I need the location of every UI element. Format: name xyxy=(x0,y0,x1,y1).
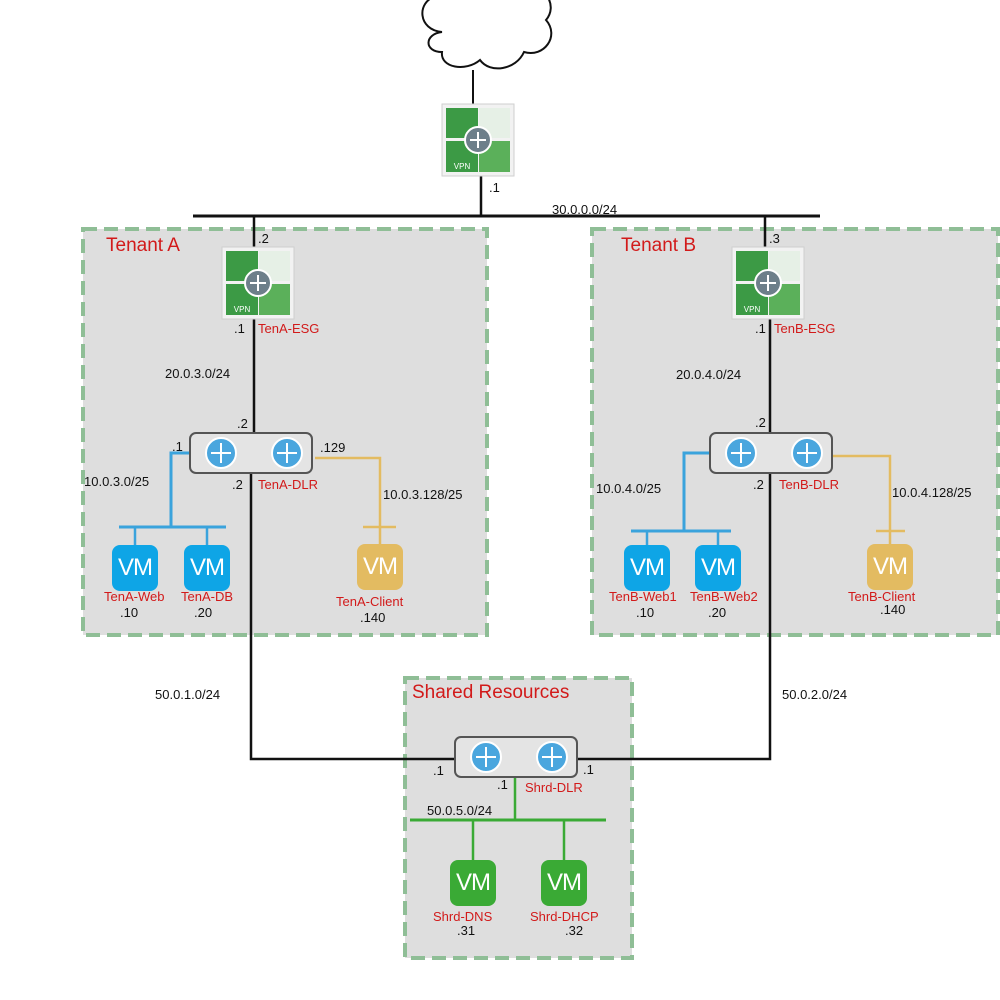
vm-icon: VM xyxy=(695,545,741,591)
svg-text:VPN: VPN xyxy=(234,305,251,314)
router-icon xyxy=(454,736,578,778)
tenb-web2-name: TenB-Web2 xyxy=(690,589,758,604)
tena-transit-net: 20.0.3.0/24 xyxy=(165,366,231,381)
tena-dlr-down-ip: .2 xyxy=(232,477,243,492)
tena-web-ip: .10 xyxy=(120,605,139,620)
vm-icon: VM xyxy=(357,544,403,590)
edge-gateway-icon: VPN xyxy=(441,103,515,177)
tena-client-net: 10.0.3.128/25 xyxy=(383,487,463,502)
cloud-icon xyxy=(421,0,553,70)
shrd-dns-name: Shrd-DNS xyxy=(433,909,493,924)
vm-icon: VM xyxy=(184,545,230,591)
tena-dlr-right-ip: .129 xyxy=(320,440,346,455)
tenant-b-title: Tenant B xyxy=(621,235,696,256)
tenb-dlr-label: TenB-DLR xyxy=(779,477,839,492)
edge-gateway-icon: VPN xyxy=(221,246,295,320)
tenb-dlr-up-ip: .2 xyxy=(755,415,766,430)
router-icon xyxy=(189,432,313,474)
svg-text:VPN: VPN xyxy=(454,162,471,171)
transit-network-label: 30.0.0.0/24 xyxy=(552,202,618,217)
vm-icon: VM xyxy=(867,544,913,590)
tenb-shared-link xyxy=(578,473,772,761)
shrd-left-ip: .1 xyxy=(433,763,444,778)
tena-dlr-label: TenA-DLR xyxy=(258,477,318,492)
top-esg-ip: .1 xyxy=(489,180,500,195)
shrd-dhcp-ip: .32 xyxy=(565,923,584,938)
tena-db-name: TenA-DB xyxy=(181,589,234,604)
tena-esg-down-ip: .1 xyxy=(234,321,245,336)
tena-web-link xyxy=(169,451,189,527)
tenb-transit-net: 20.0.4.0/24 xyxy=(676,367,742,382)
tenb-client-link xyxy=(833,454,892,531)
tenant-a-title: Tenant A xyxy=(106,235,180,256)
tena-shared-link xyxy=(249,473,455,761)
shrd-net: 50.0.5.0/24 xyxy=(427,803,493,818)
tena-dlr-up-ip: .2 xyxy=(237,416,248,431)
tena-web-net: 10.0.3.0/25 xyxy=(84,474,150,489)
tenb-esg-label: TenB-ESG xyxy=(774,321,836,336)
tena-dlr-left-ip: .1 xyxy=(172,439,183,454)
tenb-esg-down-ip: .1 xyxy=(755,321,766,336)
shrd-down-ip: .1 xyxy=(497,777,508,792)
tena-client-link xyxy=(315,456,382,527)
tenb-web-link xyxy=(682,451,709,531)
shared-link-b-net: 50.0.2.0/24 xyxy=(782,687,848,702)
shared-zone xyxy=(403,676,634,960)
vm-icon: VM xyxy=(624,545,670,591)
vm-icon: VM xyxy=(541,860,587,906)
tenb-web1-ip: .10 xyxy=(636,605,655,620)
tenb-client-name: TenB-Client xyxy=(848,589,916,604)
tena-client-name: TenA-Client xyxy=(336,594,404,609)
tenb-web-net: 10.0.4.0/25 xyxy=(596,481,662,496)
shared-link-a-net: 50.0.1.0/24 xyxy=(155,687,221,702)
edge-gateway-icon: VPN xyxy=(731,246,805,320)
tenb-uplink-ip: .3 xyxy=(769,231,780,246)
svg-text:VPN: VPN xyxy=(744,305,761,314)
tenb-web2-ip: .20 xyxy=(708,605,727,620)
tena-client-ip: .140 xyxy=(360,610,386,625)
tenb-client-net: 10.0.4.128/25 xyxy=(892,485,972,500)
tenb-web1-name: TenB-Web1 xyxy=(609,589,677,604)
tena-db-ip: .20 xyxy=(194,605,213,620)
tena-web-name: TenA-Web xyxy=(104,589,165,604)
vm-icon: VM xyxy=(450,860,496,906)
tenb-client-ip: .140 xyxy=(880,602,906,617)
shrd-dns-ip: .31 xyxy=(457,923,476,938)
shrd-right-ip: .1 xyxy=(583,762,594,777)
shared-title: Shared Resources xyxy=(412,682,570,703)
tena-uplink-ip: .2 xyxy=(258,231,269,246)
router-icon xyxy=(709,432,833,474)
tenb-dlr-down-ip: .2 xyxy=(753,477,764,492)
shrd-dlr-label: Shrd-DLR xyxy=(525,780,583,795)
tena-esg-label: TenA-ESG xyxy=(258,321,320,336)
shrd-dhcp-name: Shrd-DHCP xyxy=(530,909,599,924)
vm-icon: VM xyxy=(112,545,158,591)
